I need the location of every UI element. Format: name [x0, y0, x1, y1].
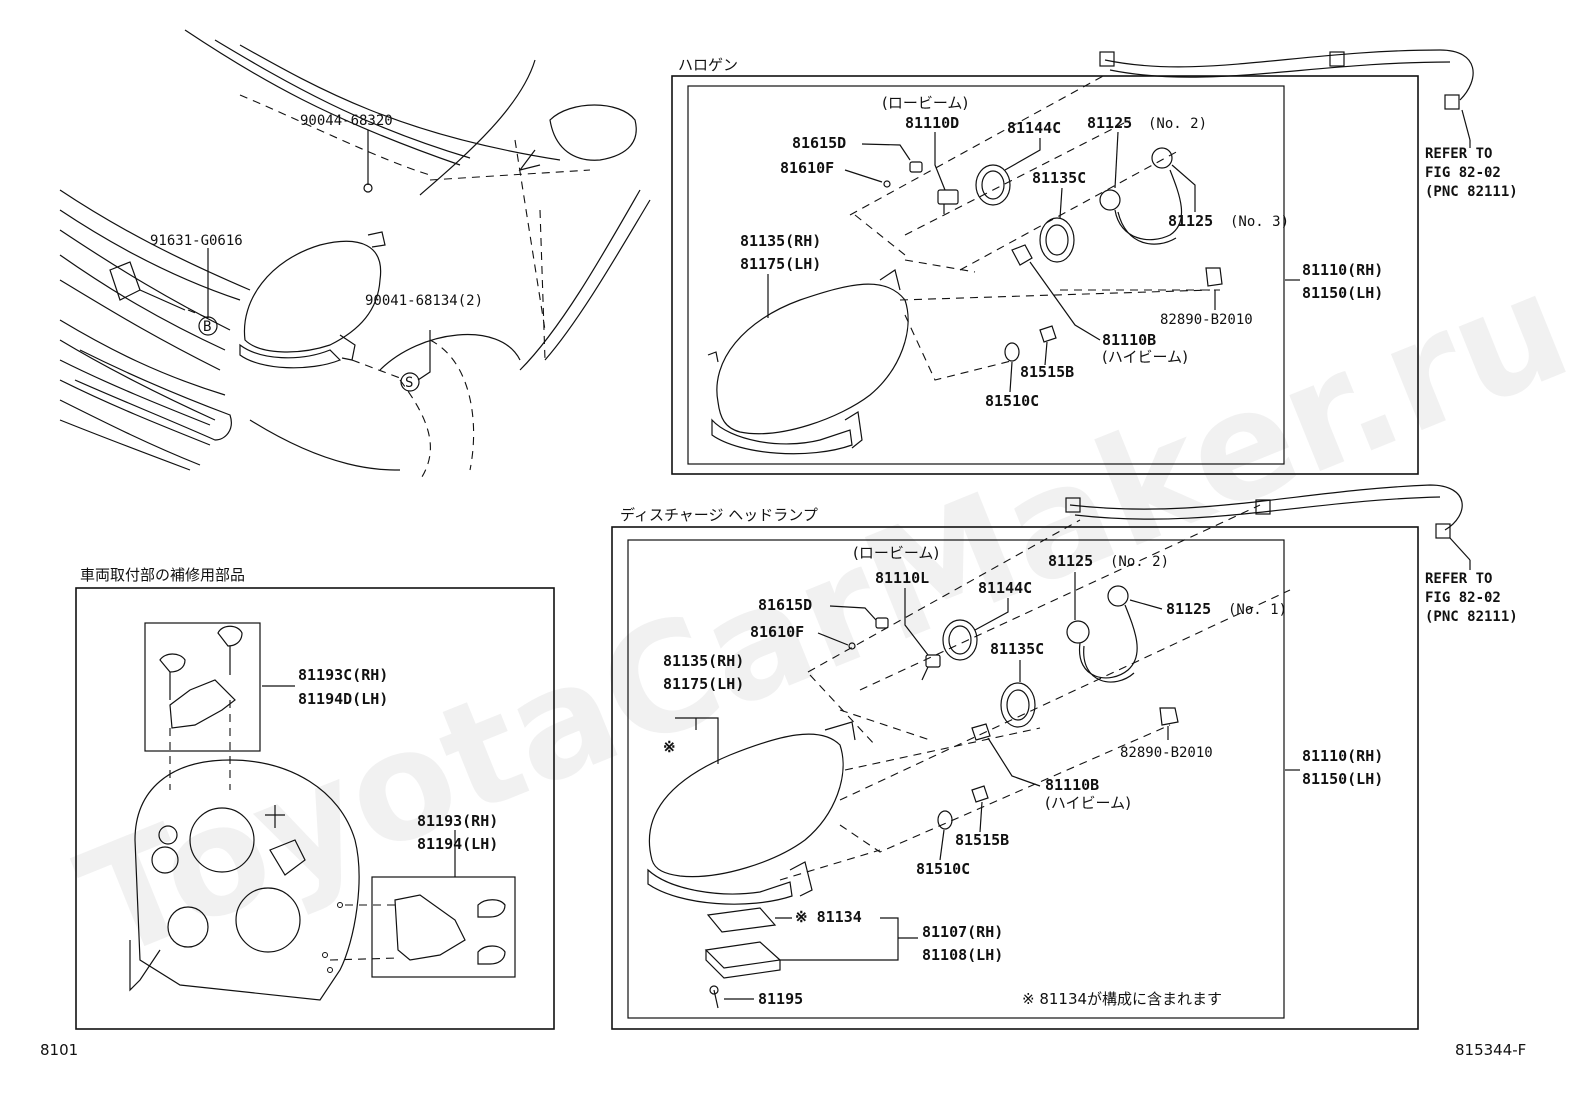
discharge-part-82890: 82890-B2010 — [1120, 745, 1213, 761]
overview-part-91631: 91631-G0616 — [150, 233, 243, 249]
svg-text:S: S — [405, 375, 413, 391]
discharge-part-81144C: 81144C — [978, 579, 1032, 597]
halogen-part-81125-no2: 81125 — [1087, 114, 1132, 132]
repair-part-81194: 81194(LH) — [417, 835, 498, 853]
halogen-part-81150-lh: 81150(LH) — [1302, 284, 1383, 302]
marker-s: S — [400, 372, 420, 392]
halogen-part-81610F: 81610F — [780, 159, 834, 177]
discharge-part-81125-no2: 81125 — [1048, 552, 1093, 570]
discharge-part-81510C: 81510C — [916, 860, 970, 878]
discharge-kome-mark: ※ — [663, 738, 676, 756]
footer-right-code: 815344-F — [1455, 1041, 1526, 1059]
halogen-part-81110-rh: 81110(RH) — [1302, 261, 1383, 279]
halogen-part-81615D: 81615D — [792, 134, 846, 152]
halogen-part-81515B: 81515B — [1020, 363, 1074, 381]
discharge-part-81107-rh: 81107(RH) — [922, 923, 1003, 941]
discharge-headlamp-drawing — [647, 484, 1471, 1009]
discharge-part-81134: ※ 81134 — [795, 908, 862, 926]
halogen-part-81175-lh: 81175(LH) — [740, 255, 821, 273]
repair-section-title: 車両取付部の補修用部品 — [80, 566, 245, 584]
halogen-part-81510C: 81510C — [985, 392, 1039, 410]
discharge-part-81135-rh: 81135(RH) — [663, 652, 744, 670]
discharge-part-81515B: 81515B — [955, 831, 1009, 849]
discharge-no2-label: (No. 2) — [1110, 554, 1169, 570]
halogen-no3-label: (No. 3) — [1230, 214, 1289, 230]
halogen-part-81110B: 81110B — [1102, 331, 1156, 349]
halogen-part-81144C: 81144C — [1007, 119, 1061, 137]
svg-text:REFER TO: REFER TO — [1425, 146, 1492, 162]
discharge-part-81110-rh: 81110(RH) — [1302, 747, 1383, 765]
repair-part-81193C: 81193C(RH) — [298, 666, 388, 684]
halogen-outer-frame — [671, 75, 1419, 475]
halogen-low-beam-label: (ロービーム) — [882, 94, 968, 112]
discharge-part-81108-lh: 81108(LH) — [922, 946, 1003, 964]
repair-frame — [75, 587, 555, 1030]
discharge-part-81135C: 81135C — [990, 640, 1044, 658]
discharge-part-81110B: 81110B — [1045, 776, 1099, 794]
discharge-part-81615D: 81615D — [758, 596, 812, 614]
halogen-part-81125-no3: 81125 — [1168, 212, 1213, 230]
halogen-part-81135C: 81135C — [1032, 169, 1086, 187]
discharge-part-81175-lh: 81175(LH) — [663, 675, 744, 693]
repair-part-81193: 81193(RH) — [417, 812, 498, 830]
discharge-part-81610F: 81610F — [750, 623, 804, 641]
discharge-part-81195: 81195 — [758, 990, 803, 1008]
discharge-part-81110L: 81110L — [875, 569, 929, 587]
svg-text:B: B — [203, 319, 211, 335]
discharge-no1-label: (No. 1) — [1228, 602, 1287, 618]
overview-part-90041: 90041-68134(2) — [365, 293, 483, 309]
halogen-part-81135-rh: 81135(RH) — [740, 232, 821, 250]
discharge-outer-frame — [611, 526, 1419, 1030]
overview-part-90044: 90044-68320 — [300, 113, 393, 129]
svg-text:(PNC 82111): (PNC 82111) — [1425, 184, 1518, 200]
discharge-low-beam-label: (ロービーム) — [853, 544, 939, 562]
halogen-no2-label: (No. 2) — [1148, 116, 1207, 132]
repair-housing-drawing — [129, 622, 516, 1001]
repair-part-81194D: 81194D(LH) — [298, 690, 388, 708]
halogen-inner-frame — [687, 85, 1285, 465]
discharge-refer-note: REFER TO FIG 82-02 (PNC 82111) — [1425, 560, 1518, 625]
discharge-note: ※ 81134が構成に含まれます — [1022, 990, 1222, 1008]
svg-text:(PNC 82111): (PNC 82111) — [1425, 609, 1518, 625]
svg-text:FIG 82-02: FIG 82-02 — [1425, 590, 1501, 606]
halogen-part-81110D: 81110D — [905, 114, 959, 132]
halogen-high-beam-label: (ハイビーム) — [1102, 348, 1188, 366]
halogen-refer-note: REFER TO FIG 82-02 (PNC 82111) — [1425, 140, 1518, 200]
car-front-overview — [59, 29, 651, 481]
halogen-section-title: ハロゲン — [678, 56, 738, 74]
discharge-part-81125-no1: 81125 — [1166, 600, 1211, 618]
discharge-section-title: ディスチャージ ヘッドランプ — [620, 506, 818, 524]
discharge-part-81150-lh: 81150(LH) — [1302, 770, 1383, 788]
svg-text:REFER TO: REFER TO — [1425, 571, 1492, 587]
marker-b: B — [198, 316, 218, 336]
halogen-headlamp-drawing — [707, 49, 1474, 455]
discharge-high-beam-label: (ハイビーム) — [1045, 794, 1131, 812]
discharge-inner-frame — [627, 539, 1285, 1019]
svg-text:FIG 82-02: FIG 82-02 — [1425, 165, 1501, 181]
footer-left-code: 8101 — [40, 1041, 78, 1059]
halogen-part-82890: 82890-B2010 — [1160, 312, 1253, 328]
